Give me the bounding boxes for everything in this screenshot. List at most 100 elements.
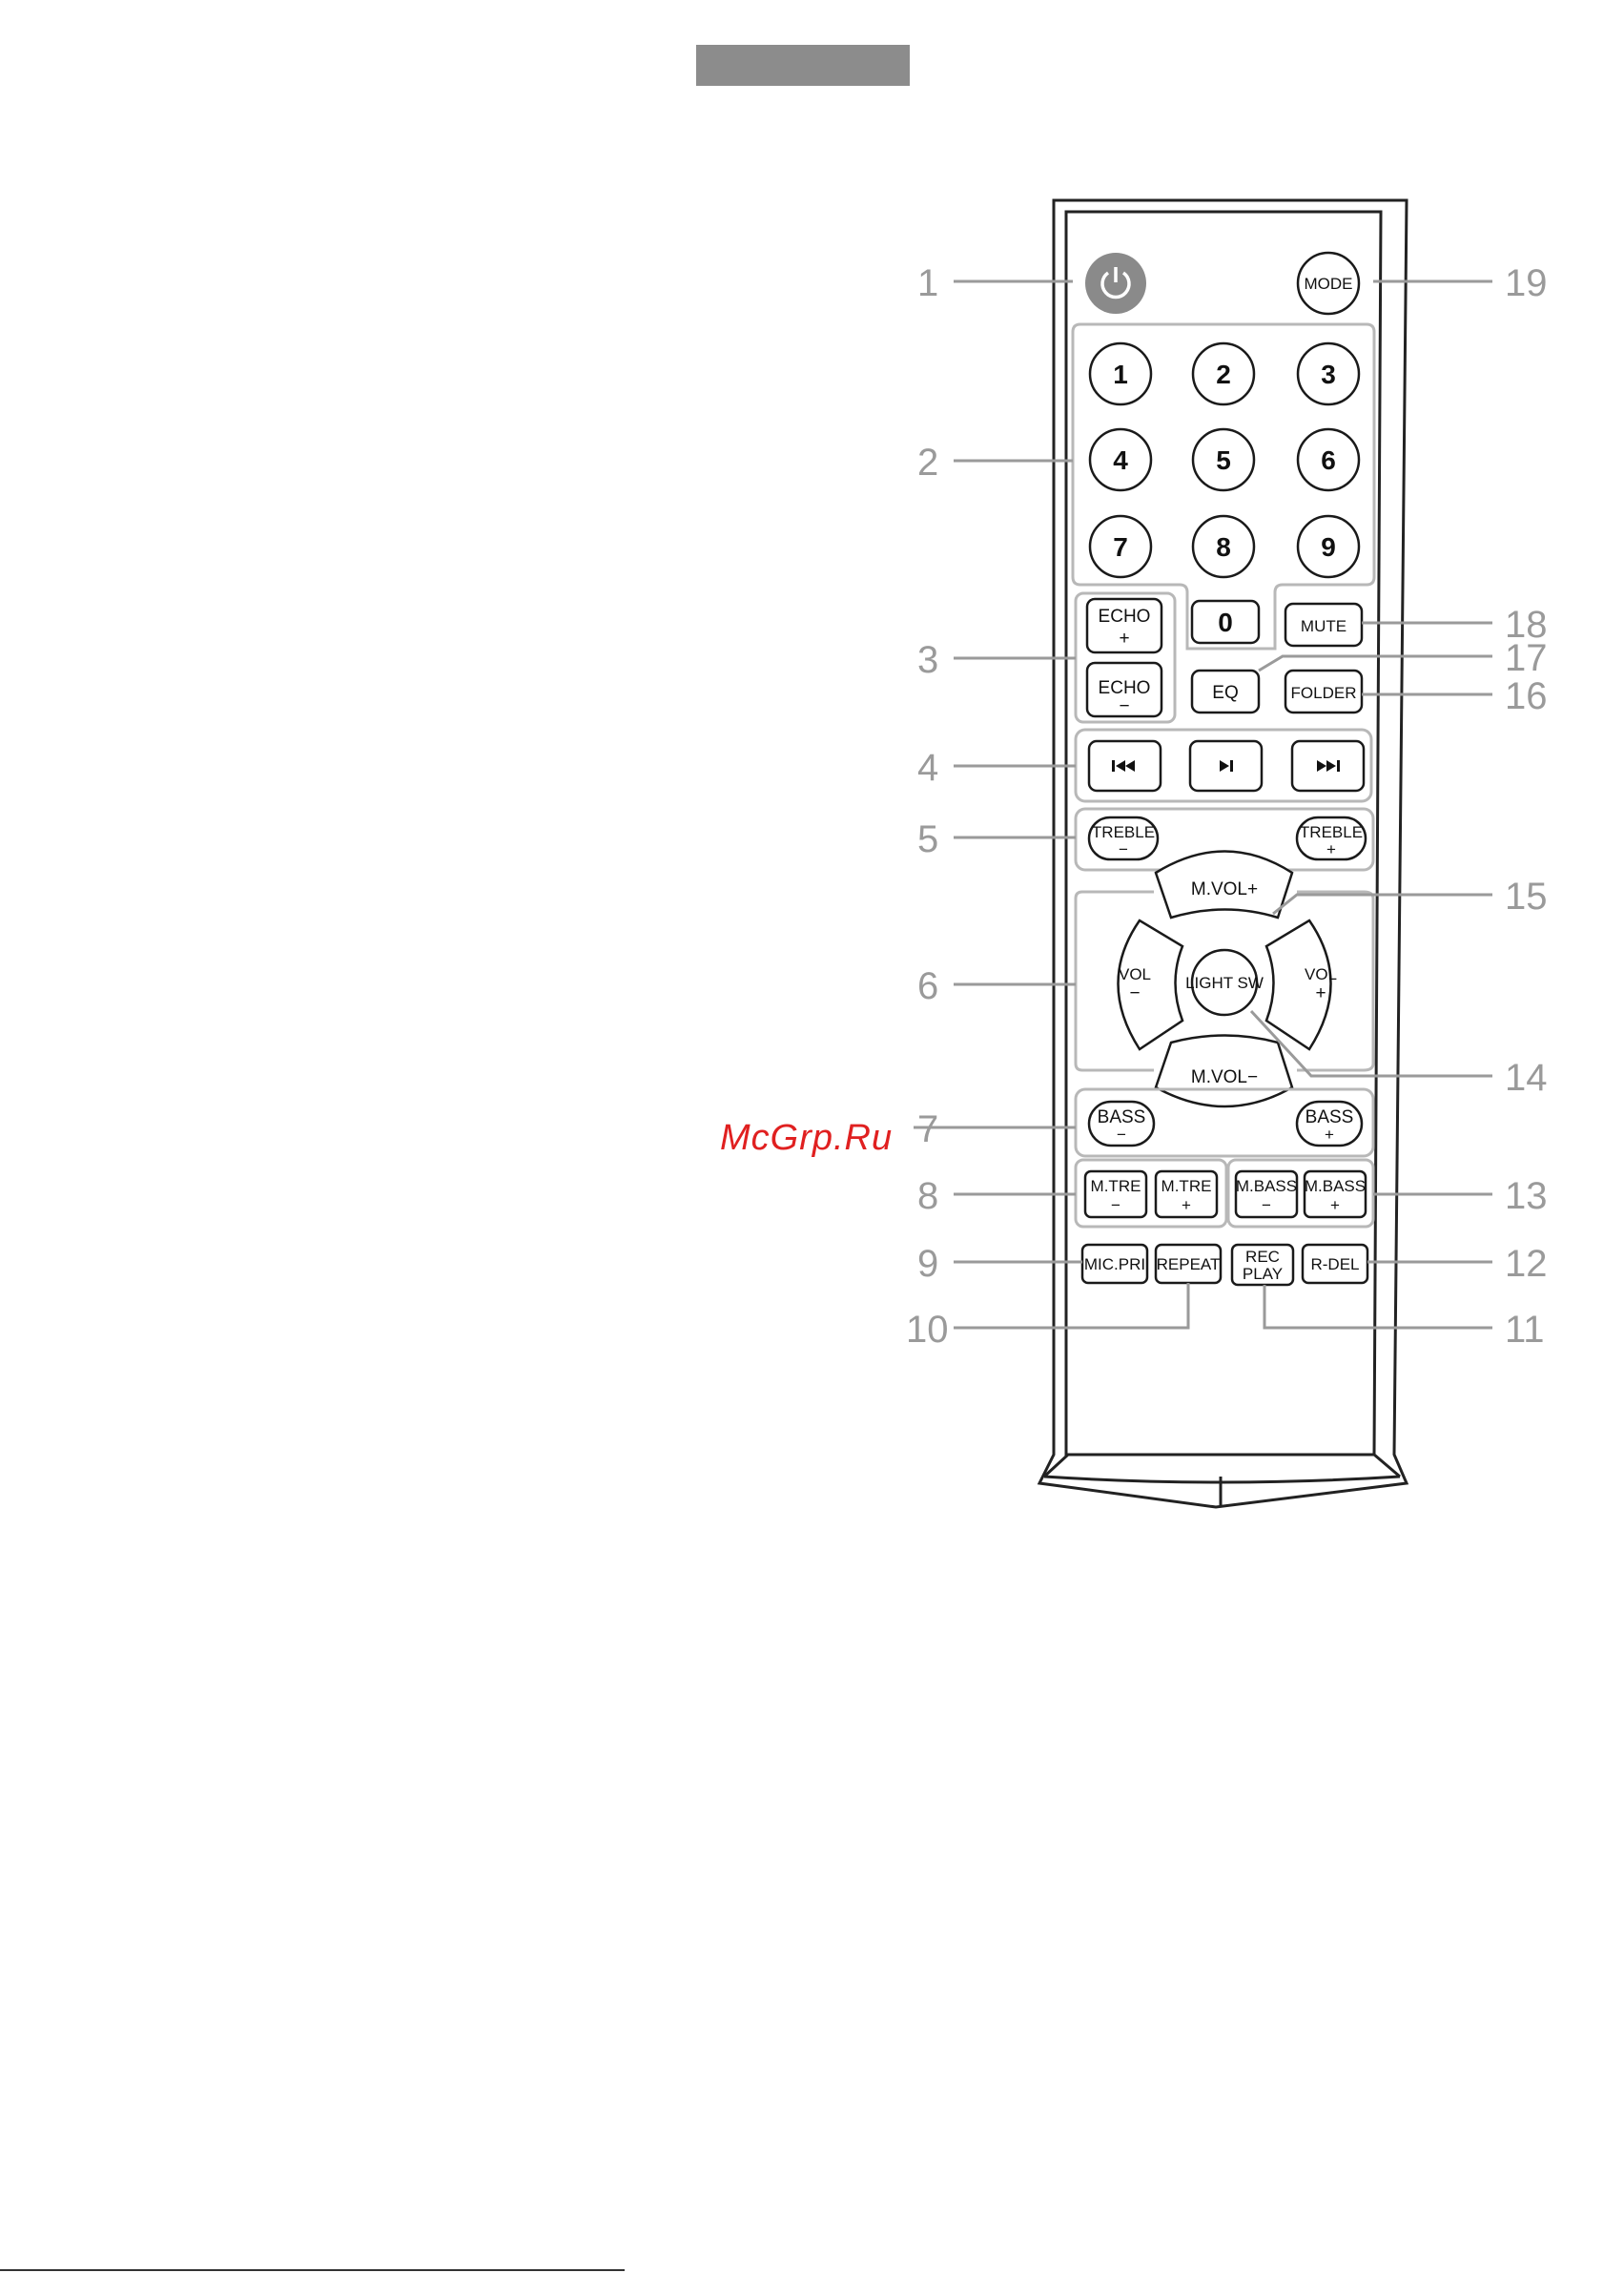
callout-19: 19 [1505,262,1548,304]
svg-text:BASS: BASS [1098,1107,1146,1127]
svg-text:REPEAT: REPEAT [1157,1255,1221,1273]
callout-9: 9 [917,1243,938,1285]
master-treble-plus-button[interactable]: M.TRE + [1156,1171,1217,1217]
svg-text:+: + [1182,1196,1191,1214]
svg-text:4: 4 [1113,445,1128,475]
svg-text:ECHO: ECHO [1099,607,1151,627]
eq-button[interactable]: EQ [1192,671,1259,713]
record-delete-button[interactable]: R-DEL [1303,1245,1367,1283]
callout-8: 8 [917,1175,938,1217]
digit-button-8[interactable]: 8 [1193,516,1254,577]
svg-text:9: 9 [1321,532,1336,562]
light-switch-button[interactable]: LIGHT SW [1185,950,1264,1015]
svg-text:M.TRE: M.TRE [1161,1177,1212,1195]
svg-text:BASS: BASS [1305,1107,1354,1127]
callout-6: 6 [917,965,938,1007]
treble-minus-button[interactable]: TREBLE − [1089,817,1158,859]
digit-button-2[interactable]: 2 [1193,343,1254,404]
callout-5: 5 [917,818,938,860]
mode-label: MODE [1305,275,1353,293]
power-button[interactable] [1085,253,1146,314]
svg-text:−: − [1129,983,1140,1003]
mic-priority-button[interactable]: MIC.PRI [1082,1245,1147,1283]
volume-down-button[interactable]: VOL − [1119,920,1183,1049]
digit-button-6[interactable]: 6 [1298,429,1359,490]
svg-text:ECHO: ECHO [1099,678,1151,698]
master-bass-minus-button[interactable]: M.BASS − [1236,1171,1297,1217]
svg-text:VOL: VOL [1305,965,1337,983]
digit-button-0[interactable]: 0 [1192,601,1259,643]
svg-text:7: 7 [1113,532,1128,562]
svg-text:PLAY: PLAY [1243,1265,1283,1283]
digit-button-3[interactable]: 3 [1298,343,1359,404]
echo-plus-button[interactable]: ECHO + [1087,599,1161,652]
echo-minus-button[interactable]: ECHO − [1087,663,1161,716]
callout-15: 15 [1505,876,1548,918]
svg-text:6: 6 [1321,445,1336,475]
svg-text:2: 2 [1216,360,1231,389]
bass-plus-button[interactable]: BASS + [1297,1102,1362,1146]
svg-text:R-DEL: R-DEL [1310,1255,1359,1273]
digit-button-5[interactable]: 5 [1193,429,1254,490]
digit-button-1[interactable]: 1 [1090,343,1151,404]
svg-text:M.BASS: M.BASS [1236,1177,1297,1195]
svg-text:8: 8 [1216,532,1231,562]
prev-button[interactable] [1089,741,1161,791]
master-treble-minus-button[interactable]: M.TRE − [1085,1171,1146,1217]
svg-text:−: − [1262,1196,1271,1214]
svg-text:3: 3 [1321,360,1336,389]
svg-text:0: 0 [1218,608,1233,637]
master-volume-up-button[interactable]: M.VOL+ [1156,852,1292,919]
svg-text:−: − [1119,696,1129,716]
digit-button-4[interactable]: 4 [1090,429,1151,490]
svg-text:TREBLE: TREBLE [1300,823,1363,841]
svg-text:5: 5 [1216,445,1231,475]
svg-text:LIGHT SW: LIGHT SW [1185,974,1264,992]
digit-button-7[interactable]: 7 [1090,516,1151,577]
svg-text:−: − [1111,1196,1120,1214]
treble-plus-button[interactable]: TREBLE + [1297,817,1366,859]
svg-text:VOL: VOL [1119,965,1151,983]
folder-button[interactable]: FOLDER [1285,671,1362,713]
master-volume-down-button[interactable]: M.VOL− [1156,1036,1292,1107]
repeat-button[interactable]: REPEAT [1156,1245,1221,1283]
svg-text:EQ: EQ [1212,683,1238,703]
callout-14: 14 [1505,1057,1548,1099]
master-bass-plus-button[interactable]: M.BASS + [1305,1171,1366,1217]
callout-2: 2 [917,442,938,484]
callout-18: 18 [1505,604,1548,646]
svg-text:M.VOL−: M.VOL− [1191,1067,1258,1087]
play-pause-button[interactable] [1190,741,1262,791]
bass-minus-button[interactable]: BASS − [1089,1102,1154,1146]
svg-text:+: + [1330,1196,1340,1214]
svg-text:MUTE: MUTE [1301,617,1346,635]
mode-button[interactable]: MODE [1298,253,1359,314]
callout-13: 13 [1505,1175,1548,1217]
callout-7: 7 [917,1108,938,1150]
svg-text:M.VOL+: M.VOL+ [1191,879,1258,899]
svg-text:−: − [1117,1126,1126,1144]
volume-up-button[interactable]: VOL + [1266,920,1337,1049]
callout-11: 11 [1505,1309,1545,1351]
svg-text:+: + [1315,983,1326,1003]
watermark-text: McGrp.Ru [720,1118,893,1158]
callout-3: 3 [917,639,938,681]
mute-button[interactable]: MUTE [1285,604,1362,646]
callout-16: 16 [1505,675,1548,717]
svg-text:M.TRE: M.TRE [1091,1177,1141,1195]
rec-play-button[interactable]: REC PLAY [1232,1245,1293,1285]
callout-12: 12 [1505,1243,1548,1285]
svg-text:+: + [1119,629,1129,649]
callout-4: 4 [917,747,938,789]
svg-text:MIC.PRI: MIC.PRI [1084,1255,1145,1273]
header-bar [696,45,910,86]
svg-text:1: 1 [1113,360,1128,389]
svg-text:+: + [1325,1126,1334,1144]
svg-text:REC: REC [1245,1248,1280,1266]
svg-text:+: + [1326,840,1336,858]
next-button[interactable] [1292,741,1364,791]
callout-1: 1 [917,262,938,304]
digit-button-9[interactable]: 9 [1298,516,1359,577]
callout-10: 10 [906,1309,949,1351]
svg-text:−: − [1119,840,1128,858]
